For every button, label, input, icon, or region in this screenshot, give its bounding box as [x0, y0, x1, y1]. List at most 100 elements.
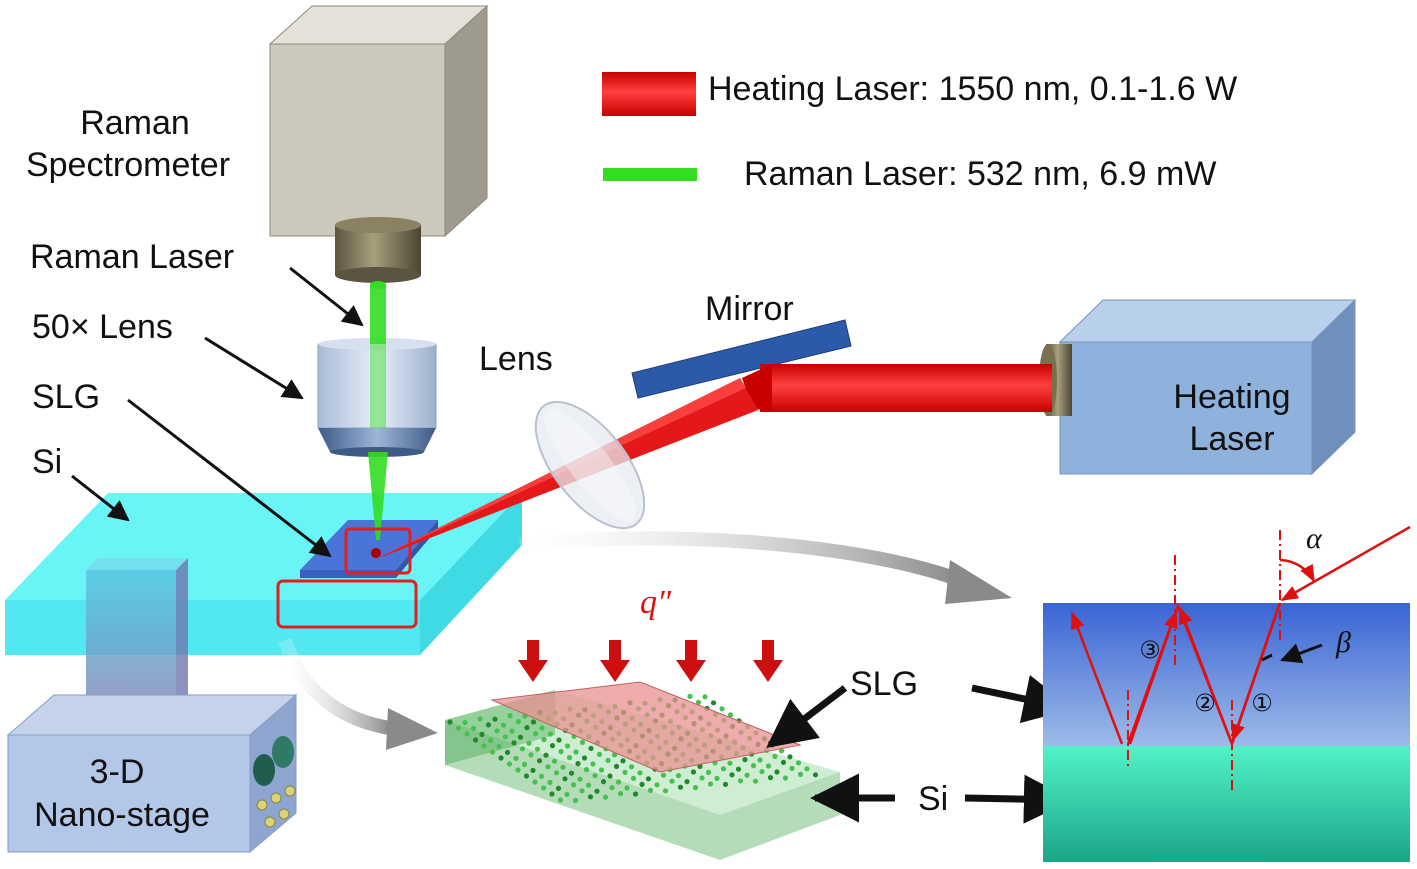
lattice-atom [620, 758, 626, 764]
lattice-atom [804, 766, 810, 772]
lattice-atom [481, 743, 487, 749]
lattice-atom [772, 753, 778, 760]
lattice-atom [581, 755, 588, 761]
lattice-atom [549, 791, 555, 797]
lattice-atom [489, 749, 496, 755]
lattice-atom [504, 749, 511, 756]
zoom-arrow-left [278, 637, 438, 750]
lattice-atom [714, 775, 720, 782]
lattice-atom [517, 734, 524, 740]
lattice-atom [547, 779, 553, 786]
slg-center-pointer-left [766, 685, 848, 748]
lattice-atom [695, 699, 702, 706]
lattice-atom [699, 775, 705, 781]
raman-beam [368, 281, 388, 540]
lattice-atom [496, 743, 502, 750]
lattice-atom [464, 731, 470, 737]
heating-laser-legend-swatch [602, 72, 696, 116]
focusing-lens [534, 400, 646, 530]
lattice-atom [555, 785, 562, 792]
lattice-atom [562, 776, 568, 782]
lattice-atom [447, 719, 453, 725]
lattice-atom [568, 770, 575, 776]
lattice-atom [553, 770, 560, 776]
mirror [631, 319, 852, 399]
lens-label: Lens [479, 340, 553, 378]
si-label: Si [32, 443, 62, 481]
raman-laser-legend-swatch [603, 168, 697, 181]
lattice-atom [515, 719, 522, 725]
stage-knob [272, 736, 294, 768]
lattice-atom [515, 767, 521, 773]
lattice-atom [720, 766, 727, 772]
lattice-atom [757, 757, 763, 763]
lattice-atom [579, 788, 585, 794]
lattice-atom [462, 719, 468, 726]
lattice-atom [573, 749, 579, 755]
lattice-atom [543, 752, 549, 758]
lattice-atom [549, 743, 556, 749]
lens-50x-label: 50× Lens [32, 308, 173, 346]
lattice-atom [532, 779, 538, 785]
lattice-atom [600, 779, 607, 785]
heating-laser-label-line2: Laser [1189, 420, 1274, 458]
lens-50x-pointer [204, 336, 304, 400]
lattice-atom [767, 775, 774, 781]
lattice-atom [583, 767, 590, 773]
zoom-arrow-right [519, 531, 1012, 604]
lattice-atom [487, 737, 494, 744]
lattice-atom [558, 749, 564, 755]
lattice-atom [494, 728, 500, 734]
lattice-atom [556, 737, 562, 743]
lattice-atom [615, 779, 622, 785]
lattice-atom [742, 757, 748, 763]
lattice-atom [540, 785, 547, 791]
lattice-atom [509, 728, 515, 734]
mirror-label: Mirror [705, 290, 794, 328]
lattice-atom [759, 769, 765, 775]
raman-spectrometer-label-line1: Raman [80, 104, 190, 142]
lattice-atom [624, 785, 630, 791]
legend: Heating Laser: 1550 nm, 0.1-1.6 W Raman … [602, 70, 1237, 193]
lattice-atom [502, 734, 509, 740]
lattice-atom [530, 719, 537, 725]
lattice-atom [687, 693, 693, 700]
stage-knob [253, 754, 275, 786]
heat-flux-arrow [676, 640, 706, 682]
lattice-atom [524, 725, 530, 731]
lattice-atom [622, 769, 628, 776]
lattice-atom [588, 745, 594, 752]
lattice-atom [472, 737, 479, 743]
lattice-atom [677, 784, 684, 790]
lattice-atom [609, 785, 615, 791]
lattice-atom [705, 769, 712, 776]
lattice-atom [735, 766, 742, 772]
lattice-atom [675, 773, 682, 779]
si-substrate [5, 493, 522, 655]
lattice-atom [532, 731, 539, 737]
lattice-atom [639, 781, 645, 788]
lattice-atom [684, 779, 690, 785]
lattice-atom [719, 706, 725, 712]
heat-flux-arrow [518, 640, 548, 682]
lattice-atom [613, 763, 620, 770]
incident-ray [1280, 525, 1411, 602]
lattice-atom [778, 748, 785, 754]
lattice-atom [570, 782, 577, 788]
lattice-atom [530, 767, 536, 774]
lattice-atom [538, 773, 545, 780]
lattice-atom [780, 759, 787, 766]
slg-pointer [127, 398, 332, 558]
lattice-atom [782, 775, 789, 781]
lattice-atom [572, 797, 579, 804]
slg-highlight-box [344, 527, 412, 575]
lattice-atom [507, 713, 513, 719]
lattice-atom [710, 700, 717, 706]
lattice-atom [697, 763, 703, 770]
lattice-atom [477, 716, 483, 722]
lattice-atom [647, 787, 654, 794]
lattice-atom [526, 740, 532, 746]
lattice-atom [752, 778, 759, 784]
slg-sample [300, 520, 438, 570]
